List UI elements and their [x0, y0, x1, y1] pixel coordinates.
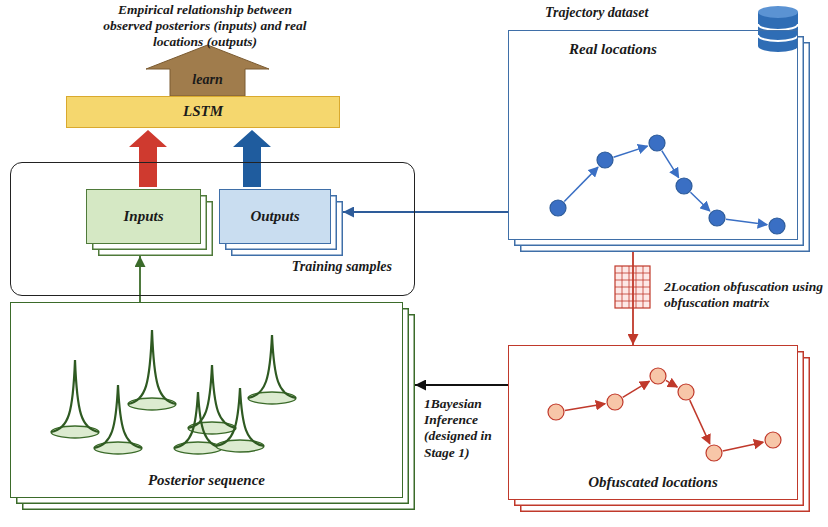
step-label: 1Bayesian Inference (designed in Stage 1…: [424, 396, 504, 461]
model-box: LSTM: [66, 96, 340, 128]
real-trajectory: [550, 135, 785, 234]
learn-arrow: learn: [145, 44, 270, 96]
learn-arrow-shape: [145, 44, 270, 96]
posterior-box: Posterior sequence: [10, 302, 403, 498]
flow-arrow: [632, 252, 634, 345]
database-icon: [758, 6, 798, 52]
step-label: 2Location obfuscation using obfuscation …: [664, 279, 824, 311]
node-label: Training samples: [292, 259, 392, 275]
input-box: Inputs: [86, 189, 201, 244]
obfuscated-box: Obfuscated locations: [508, 345, 798, 500]
dataset-box: Trajectory datasetReal locations: [508, 30, 798, 240]
samples-group: Inputs OutputsTraining samples: [10, 162, 415, 296]
node-label: Outputs: [250, 208, 299, 225]
output-box: Outputs: [219, 189, 331, 244]
node-label: Inputs: [123, 208, 163, 225]
flow-arrow: [415, 384, 508, 386]
posterior-curves: [51, 330, 296, 454]
obfuscated-trajectory: [548, 368, 781, 461]
node-label: Posterior sequence: [148, 472, 265, 489]
node-label: Real locations: [569, 41, 657, 58]
dataset-heading: Trajectory dataset: [545, 5, 648, 21]
block-arrow: [129, 130, 167, 187]
figure-heading: Empirical relationship between observed …: [100, 2, 310, 51]
node-label: Obfuscated locations: [588, 474, 718, 491]
flow-arrow: [343, 211, 508, 213]
node-label: LSTM: [183, 103, 223, 120]
block-arrow: [233, 130, 271, 187]
node-label: learn: [170, 72, 245, 88]
